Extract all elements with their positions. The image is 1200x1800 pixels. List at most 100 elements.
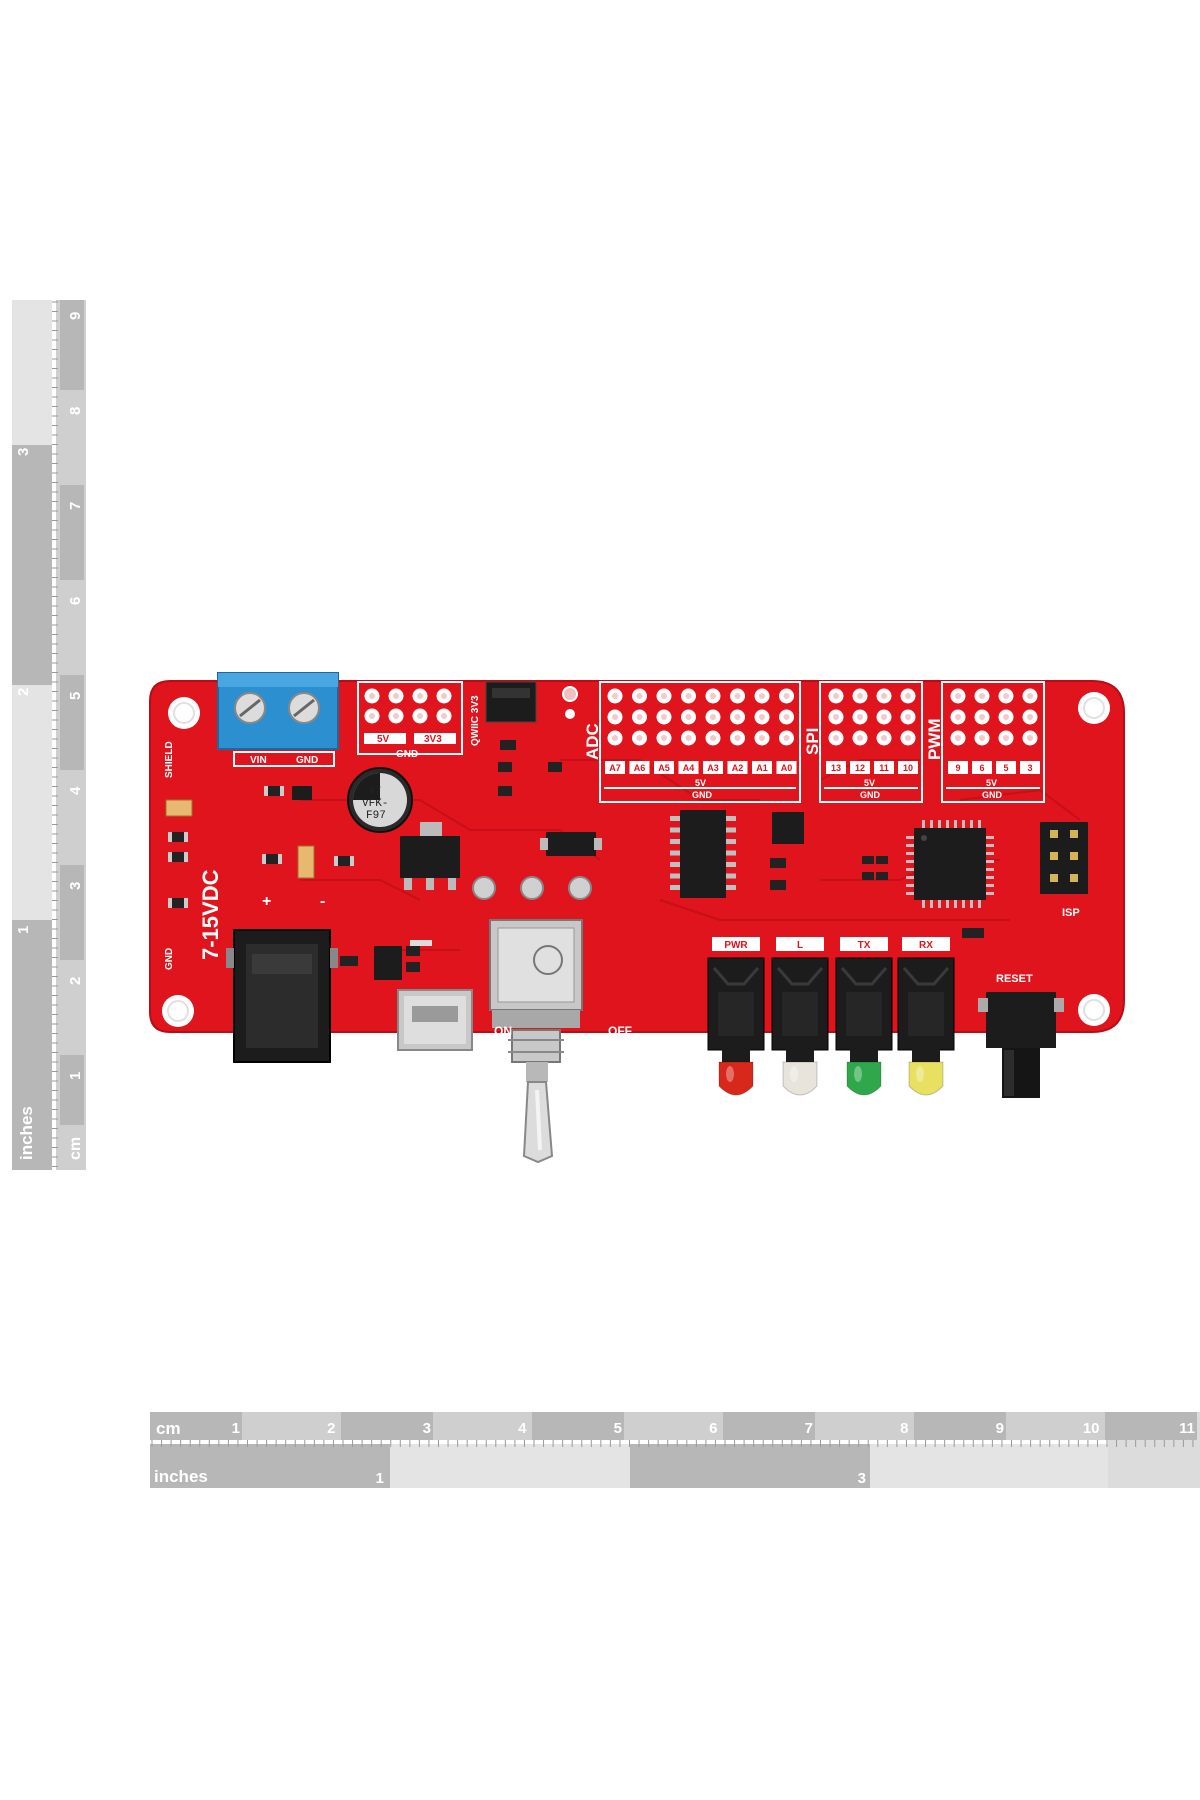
isp-pin — [1050, 852, 1058, 860]
qwiic-label: QWIIC 3V3 — [470, 695, 481, 746]
led-label: TX — [858, 940, 871, 951]
adc-title: ADC — [583, 723, 602, 760]
pad-hole — [1003, 693, 1009, 699]
pad-hole — [636, 735, 643, 741]
pin-label-box — [703, 761, 723, 774]
pin-label-box — [605, 761, 625, 774]
pad-hole — [857, 735, 863, 741]
pad-hole — [710, 693, 716, 699]
pin-label: A1 — [756, 763, 768, 773]
pin-label-box — [874, 761, 894, 774]
pad-hole — [881, 735, 887, 741]
plus-label: + — [262, 893, 271, 910]
pad-hole — [1027, 693, 1033, 699]
pad-hole — [636, 714, 643, 720]
pwm-gnd-label: GND — [982, 790, 1003, 800]
pad-hole — [393, 713, 399, 719]
pad-hole — [881, 693, 887, 699]
isp-pin — [1050, 830, 1058, 838]
h-ruler-cm-tick: 3 — [423, 1420, 431, 1437]
reset-label: RESET — [996, 973, 1033, 985]
pad-hole — [685, 693, 692, 699]
led-label-box — [712, 937, 760, 951]
v-ruler-cm-tick: 8 — [67, 407, 84, 415]
pad-hole — [417, 693, 423, 699]
pad-hole — [979, 714, 985, 720]
led — [782, 1061, 818, 1096]
pad-hole — [881, 714, 887, 720]
pad-hole — [1027, 735, 1033, 741]
spi-5v-label: 5V — [864, 778, 875, 788]
header-3v3-label: 3V3 — [424, 734, 442, 745]
pin-label: A4 — [683, 763, 695, 773]
pin-label: A0 — [781, 763, 793, 773]
pad-hole — [369, 713, 375, 719]
pin-label: A3 — [707, 763, 719, 773]
pad-hole — [857, 693, 863, 699]
pad-hole — [393, 693, 399, 699]
v-ruler-cm-tick: 2 — [67, 977, 84, 985]
v-ruler-cm-tick: 4 — [67, 786, 84, 795]
pad-hole — [783, 714, 790, 720]
capacitor-text-3: F97 — [366, 810, 386, 822]
pad-hole — [710, 714, 716, 720]
pad-hole — [833, 714, 839, 720]
pad-hole — [369, 693, 375, 699]
v-ruler-cm-tick: 9 — [67, 312, 84, 320]
electrolytic-capacitor: 47 VFK- F97 — [347, 767, 413, 833]
pad-hole — [441, 713, 447, 719]
pad-hole — [612, 735, 618, 741]
mounting-hole — [1078, 692, 1110, 724]
pad-hole — [905, 735, 911, 741]
led — [718, 1061, 754, 1096]
capacitor-text-1: 47 — [368, 786, 381, 798]
isp-pin — [1070, 830, 1078, 838]
pin-label: 3 — [1027, 763, 1032, 773]
v-ruler-cm-tick: 5 — [67, 692, 84, 700]
pin-label-box — [898, 761, 918, 774]
h-ruler-cm-tick: 7 — [805, 1420, 813, 1437]
pin-label-box — [727, 761, 748, 774]
power-input-label: 7-15VDC — [198, 869, 223, 960]
v-ruler-cm-tick: 6 — [67, 597, 84, 605]
pad-hole — [734, 714, 741, 720]
led-label-box — [840, 937, 888, 951]
pad-hole — [734, 735, 741, 741]
isp-pin — [1070, 874, 1078, 882]
pin-label-box — [629, 761, 650, 774]
v-ruler-inch-tick: 3 — [15, 448, 32, 456]
pin-label-box — [850, 761, 870, 774]
soic-chip — [670, 810, 736, 898]
pad-hole — [979, 735, 985, 741]
power-header: 5V 3V3 GND — [357, 681, 463, 760]
pad-hole — [441, 693, 447, 699]
capacitor-text-2: VFK- — [362, 798, 388, 810]
led — [846, 1061, 882, 1096]
pad-hole — [1027, 714, 1033, 720]
led-holders: PWR L TX RX — [707, 937, 955, 1096]
pad-hole — [612, 693, 618, 699]
pad-hole — [833, 693, 839, 699]
mounting-hole — [162, 995, 194, 1027]
microcontroller-chip — [906, 820, 994, 908]
h-ruler-cm-tick: 2 — [327, 1420, 335, 1437]
v-ruler-inches-label: inches — [17, 1106, 36, 1160]
pin-label-box — [972, 761, 992, 774]
led-label: RX — [919, 940, 933, 951]
pin-label: A7 — [609, 763, 621, 773]
pad-hole — [710, 735, 716, 741]
v-ruler-inch-tick: 1 — [15, 926, 32, 934]
led-label: PWR — [724, 940, 748, 951]
pad-hole — [955, 714, 961, 720]
pin-label-box — [678, 761, 699, 774]
h-ruler-cm-tick: 5 — [614, 1420, 622, 1437]
header-5v-label: 5V — [377, 734, 390, 745]
pad-hole — [734, 693, 741, 699]
smd-components — [165, 740, 984, 980]
switch-on-label: ON — [494, 1024, 512, 1038]
led-label: L — [797, 940, 803, 951]
h-ruler-cm-tick: 9 — [996, 1420, 1004, 1437]
isp-pin — [1070, 852, 1078, 860]
